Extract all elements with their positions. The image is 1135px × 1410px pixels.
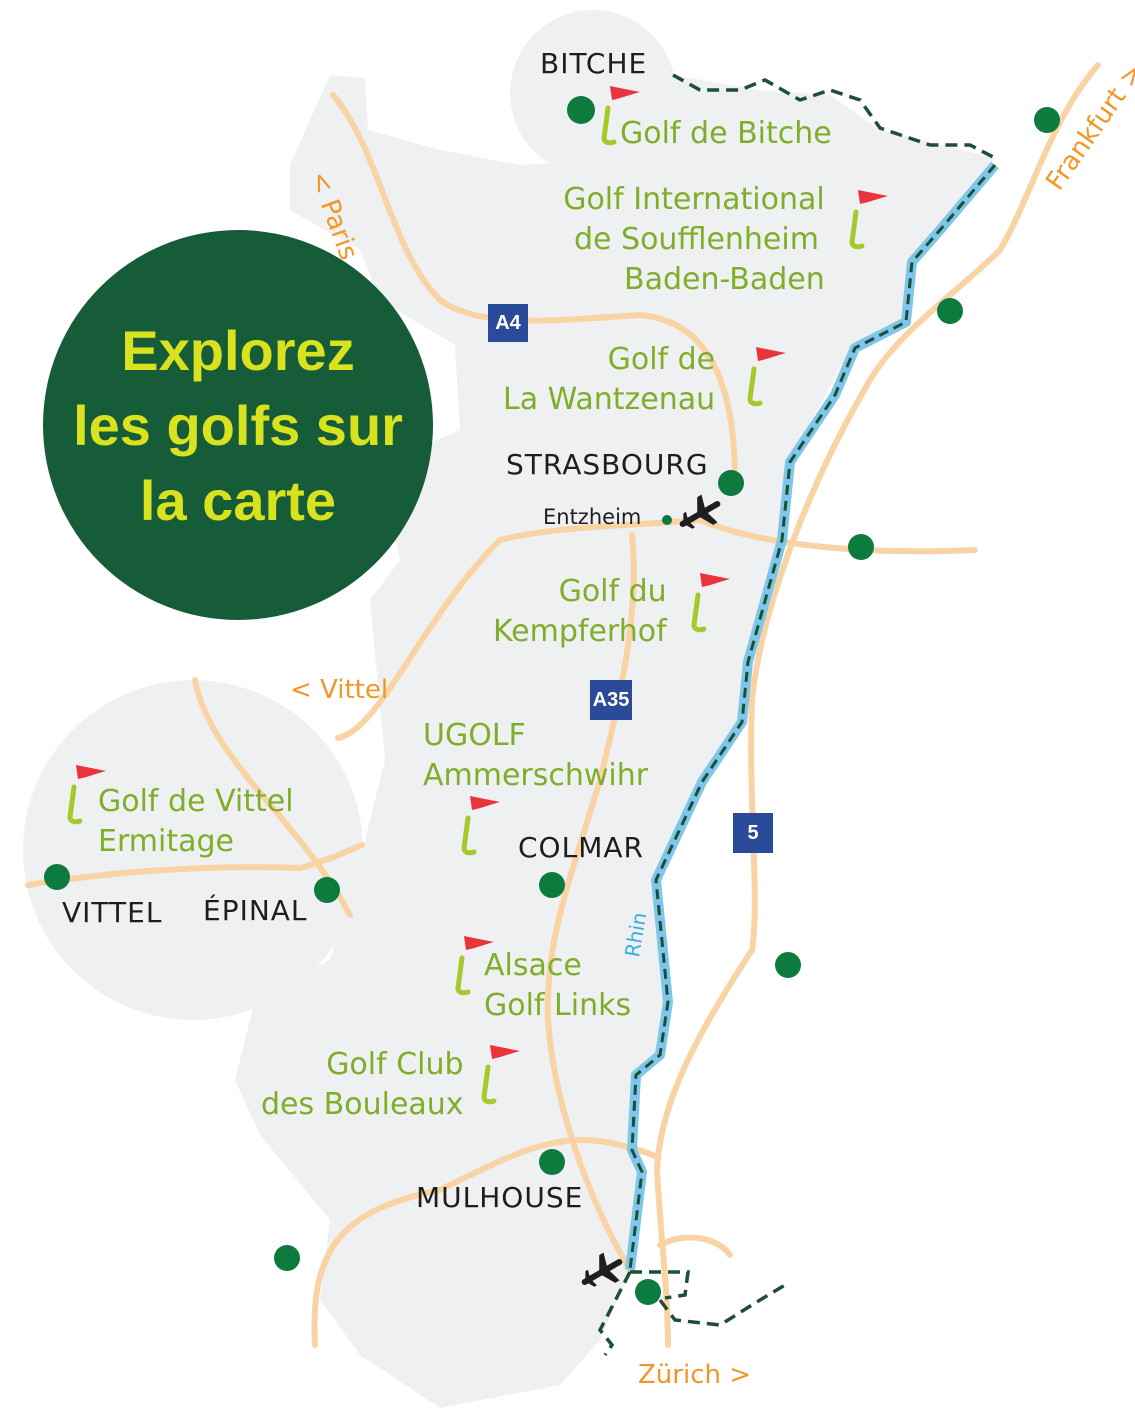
direction-vittel: < Vittel <box>290 675 389 705</box>
dot-vittel <box>44 864 70 890</box>
golf-label: Alsace <box>484 948 582 983</box>
golf-wantzenau[interactable]: Golf de La Wantzenau <box>503 340 715 420</box>
golf-label: Golf du <box>558 574 667 609</box>
golf-label: Kempferhof <box>493 614 667 649</box>
ugolf-ammerschwihr[interactable]: UGOLF Ammerschwihr <box>423 716 648 796</box>
dot-offenburg <box>848 534 874 560</box>
dot-entzheim <box>662 515 672 525</box>
golf-label: de Soufflenheim <box>574 222 819 257</box>
golf-label: UGOLF <box>423 718 526 753</box>
title-line: la carte <box>139 468 337 532</box>
road-sign-a35: A35 <box>590 680 632 720</box>
city-vittel: VITTEL <box>62 896 163 929</box>
direction-zurich: Zürich > <box>638 1360 752 1390</box>
city-entzheim: Entzheim <box>543 505 642 529</box>
city-mulhouse: MULHOUSE <box>416 1181 584 1214</box>
dot-colmar <box>539 872 565 898</box>
bitche-inset <box>510 10 676 176</box>
golf-label: Golf Club <box>326 1047 464 1082</box>
dot-baden <box>937 298 963 324</box>
dot-freiburg <box>775 952 801 978</box>
golf-label: Ammerschwihr <box>423 758 649 793</box>
road-swiss <box>657 1234 733 1258</box>
golf-label: Golf de Bitche <box>620 116 832 151</box>
road-vittel-2 <box>25 842 365 888</box>
border-rhine <box>628 164 997 1271</box>
golf-soufflenheim[interactable]: Golf International de Soufflenheim Baden… <box>556 180 825 300</box>
road-vittel-junction <box>335 537 503 741</box>
golf-label: Baden-Baden <box>624 262 825 297</box>
golf-kempferhof[interactable]: Golf du Kempferhof <box>493 572 667 652</box>
alsace-golf-links[interactable]: Alsace Golf Links <box>484 946 631 1026</box>
golf-label: Golf de Vittel <box>98 784 294 819</box>
dot-karlsruhe <box>1034 107 1060 133</box>
road-frankfurt <box>653 62 1101 1348</box>
alsace-land <box>235 75 995 1408</box>
airplane-icon <box>679 494 721 529</box>
golf-label: des Bouleaux <box>261 1087 464 1122</box>
dot-epinal <box>314 877 340 903</box>
road-colmar <box>544 532 637 1273</box>
city-dots <box>44 96 1060 1305</box>
airplane-icon <box>581 1252 623 1287</box>
city-strasbourg: STRASBOURG <box>506 448 709 481</box>
golf-bitche[interactable]: Golf de Bitche <box>620 114 832 154</box>
dot-strasbourg <box>718 470 744 496</box>
road-a35 <box>497 516 978 555</box>
road-sign-a4: A4 <box>488 304 528 342</box>
title-badge[interactable]: Explorez les golfs sur la carte <box>43 230 433 620</box>
golf-label: Ermitage <box>98 824 234 859</box>
golf-bouleaux[interactable]: Golf Club des Bouleaux <box>261 1045 464 1125</box>
dot-mulhouse <box>539 1149 565 1175</box>
golf-label: La Wantzenau <box>503 382 716 417</box>
title-line: les golfs sur <box>73 393 403 457</box>
vittel-inset <box>23 680 363 1020</box>
golf-label: Golf de <box>607 342 716 377</box>
dot-basel <box>635 1279 661 1305</box>
golf-label: Golf Links <box>484 988 632 1023</box>
city-bitche: BITCHE <box>540 47 648 80</box>
city-colmar: COLMAR <box>518 831 644 864</box>
city-epinal: ÉPINAL <box>203 894 308 927</box>
border-north <box>672 73 996 160</box>
title-line: Explorez <box>121 318 355 382</box>
dot-bitche <box>567 96 595 124</box>
golf-label: Golf International <box>563 182 825 217</box>
dot-belfort <box>274 1245 300 1271</box>
golf-vittel[interactable]: Golf de Vittel Ermitage <box>98 782 294 862</box>
border-swiss <box>597 1270 786 1357</box>
road-sign-5: 5 <box>733 813 773 853</box>
